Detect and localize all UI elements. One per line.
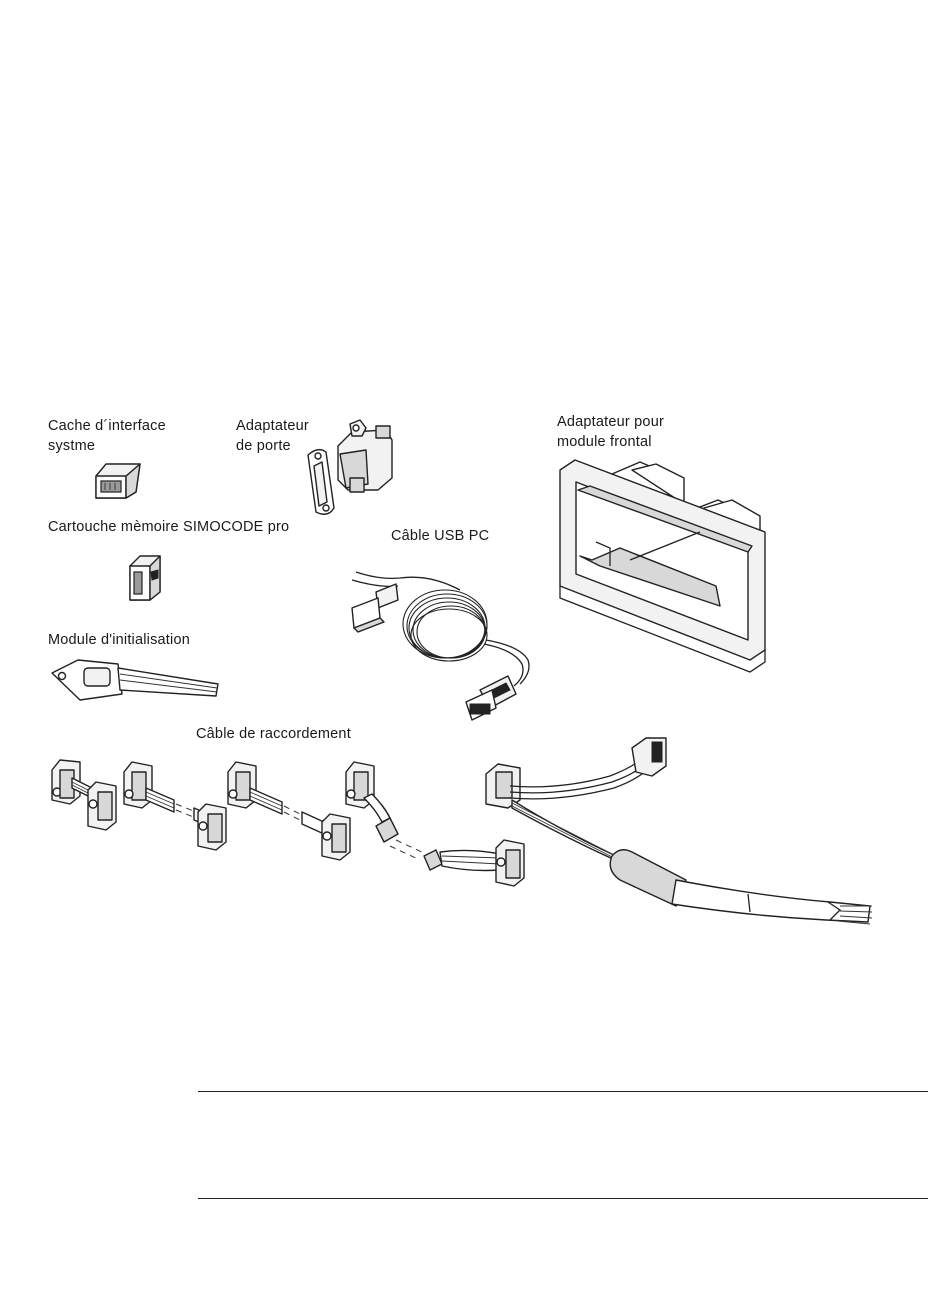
- rule-top: [198, 1091, 928, 1092]
- connection-cable-5: [486, 738, 872, 924]
- usb-cable-drawing: [352, 572, 529, 720]
- memory-module-drawing: [130, 556, 160, 600]
- connection-cable-3: [228, 762, 350, 860]
- rule-bottom: [198, 1198, 928, 1199]
- connection-cable-2: [124, 762, 226, 850]
- init-module-drawing: [52, 660, 218, 700]
- interface-cover-drawing: [96, 464, 140, 498]
- door-adapter-drawing: [308, 420, 392, 514]
- connection-cable-1: [52, 760, 116, 830]
- front-adapter-drawing: [560, 460, 765, 672]
